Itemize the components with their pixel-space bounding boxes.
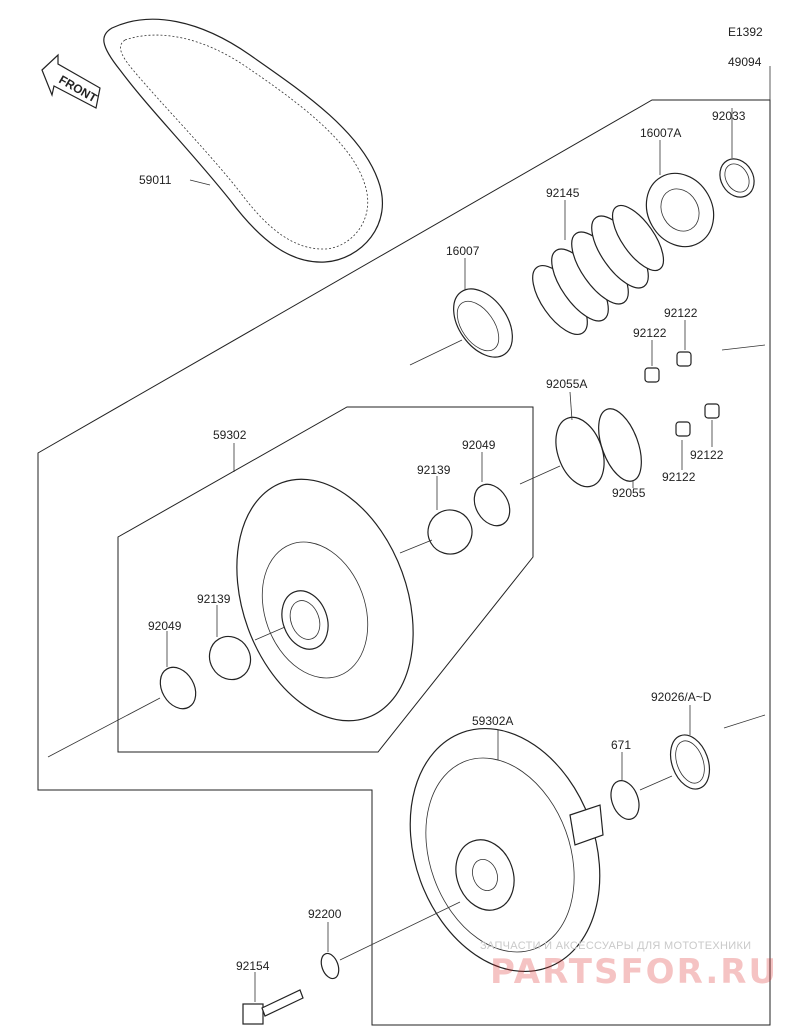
label-92200: 92200 <box>308 907 342 921</box>
label-16007: 16007 <box>446 244 480 258</box>
snap-ring <box>719 158 755 198</box>
spring-seat-lower <box>453 288 513 358</box>
bearing-lower <box>159 635 252 710</box>
label-92145: 92145 <box>546 186 580 200</box>
label-671: 671 <box>611 738 631 752</box>
watermark-logo: PARTSFOR.RU <box>490 952 779 992</box>
shim-washer <box>669 734 711 790</box>
label-92055: 92055 <box>612 486 646 500</box>
bearing-upper <box>427 483 511 555</box>
fixed-sheave <box>409 727 604 973</box>
diagram-code: E1392 <box>728 25 763 39</box>
label-92122-d: 92122 <box>662 470 696 484</box>
label-59011: 59011 <box>139 173 172 187</box>
label-92026: 92026/A~D <box>651 690 712 704</box>
label-92154: 92154 <box>236 959 270 973</box>
label-92049-a: 92049 <box>462 438 496 452</box>
label-92049-b: 92049 <box>148 619 182 633</box>
subassembly-outline <box>117 406 534 753</box>
watermark-tagline: ЗАПЧАСТИ И АКСЕССУАРЫ ДЛЯ МОТОТЕХНИКИ <box>480 940 752 952</box>
front-arrow-icon: FRONT <box>41 53 101 109</box>
label-59302: 59302 <box>213 428 247 442</box>
label-92139-b: 92139 <box>197 592 231 606</box>
label-92055a: 92055A <box>546 377 587 391</box>
spring-seat-upper <box>645 172 715 248</box>
label-92122-c: 92122 <box>690 448 724 462</box>
label-92122-b: 92122 <box>633 326 667 340</box>
label-92033: 92033 <box>712 109 746 123</box>
label-16007a: 16007A <box>640 126 681 140</box>
o-ring-small <box>610 780 640 820</box>
leader-lines <box>47 66 771 1002</box>
o-rings <box>555 408 642 488</box>
label-49094: 49094 <box>728 55 762 69</box>
label-92139-a: 92139 <box>417 463 451 477</box>
label-92122-a: 92122 <box>664 306 698 320</box>
movable-sheave <box>236 478 414 722</box>
drive-belt <box>103 18 384 263</box>
compression-spring <box>532 204 665 335</box>
slider-pins <box>644 351 720 437</box>
bolt <box>242 989 304 1025</box>
washer <box>320 952 340 980</box>
assembly-outline <box>37 99 771 1026</box>
label-59302a: 59302A <box>472 714 513 728</box>
